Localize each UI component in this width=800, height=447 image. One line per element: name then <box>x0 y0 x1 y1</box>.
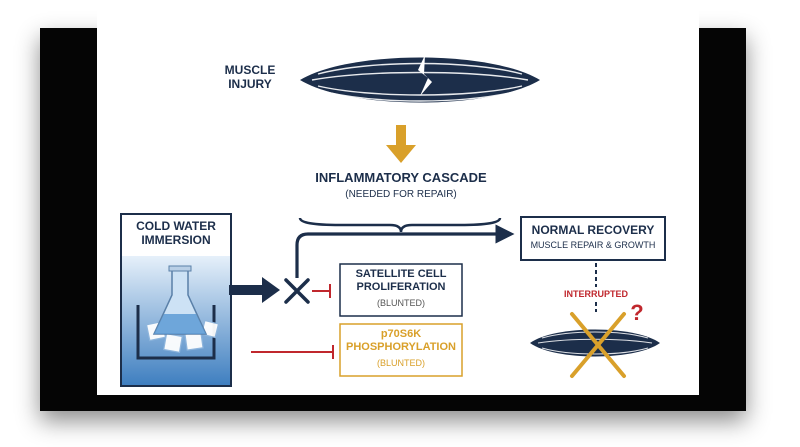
gold-down-arrow <box>386 125 416 163</box>
flask-icon <box>152 265 208 335</box>
p70-label: p70S6K PHOSPHORYLATION <box>345 328 456 353</box>
muscle-injury-label: MUSCLE INJURY <box>224 63 276 91</box>
interrupted-label: INTERRUPTED <box>563 289 628 299</box>
curly-brace <box>298 217 502 233</box>
block-x-icon <box>284 278 310 304</box>
recovery-path-arrow <box>295 224 515 278</box>
muscle-injury-icon <box>300 55 540 103</box>
normal-recovery-box <box>520 216 666 261</box>
cold-water-label: COLD WATER IMMERSION <box>136 219 216 247</box>
inhibition-satellite <box>312 284 331 298</box>
p70-box <box>339 323 463 377</box>
normal-recovery-title: NORMAL RECOVERY <box>531 223 655 237</box>
inflammatory-subtitle: (NEEDED FOR REPAIR) <box>345 189 457 200</box>
satellite-box <box>339 263 463 317</box>
normal-recovery-subtitle: MUSCLE REPAIR & GROWTH <box>530 240 656 250</box>
p70-status: (BLUNTED) <box>376 358 425 368</box>
navy-right-arrow <box>229 277 280 303</box>
inhibition-p70 <box>251 345 334 359</box>
satellite-label: SATELLITE CELL PROLIFERATION <box>355 268 447 293</box>
cross-out-icon <box>570 312 626 378</box>
satellite-status: (BLUNTED) <box>376 298 425 308</box>
inflammatory-title: INFLAMMATORY CASCADE <box>315 170 487 185</box>
question-mark-label: ? <box>630 300 644 325</box>
